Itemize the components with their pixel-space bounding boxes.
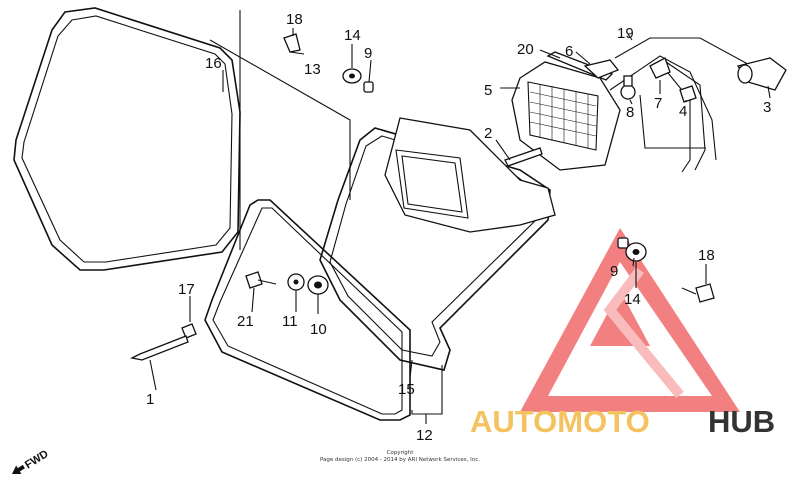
callout-20: 20 — [517, 41, 534, 58]
callout-19: 19 — [617, 25, 634, 42]
copyright-line2: Page design (c) 2004 - 2014 by ARI Netwo… — [319, 457, 481, 463]
callout-18-top: 18 — [286, 11, 303, 28]
callout-21: 21 — [237, 313, 254, 330]
callout-6: 6 — [565, 43, 573, 60]
callout-14-top: 14 — [344, 27, 361, 44]
callout-2: 2 — [484, 125, 492, 142]
callout-10: 10 — [310, 321, 327, 338]
watermark-part2: HUB — [708, 404, 775, 439]
copyright-line1: Copyright — [386, 450, 414, 456]
headlight-unit — [384, 117, 556, 233]
lens-assembly-5 — [511, 61, 621, 171]
callout-17: 17 — [178, 281, 195, 298]
headlight-case-12 — [319, 127, 551, 371]
callout-1: 1 — [146, 391, 154, 408]
callout-15: 15 — [398, 381, 415, 398]
watermark-text: AUTOMOTO HUB — [470, 404, 775, 439]
callout-9-top: 9 — [364, 45, 372, 62]
callout-3: 3 — [763, 99, 771, 116]
watermark-part1: AUTOMOTO — [470, 404, 650, 439]
callout-8: 8 — [626, 104, 634, 121]
callout-14-right: 14 — [624, 291, 641, 308]
gasket-16 — [13, 7, 241, 271]
callout-11: 11 — [282, 313, 298, 330]
callout-9-right: 9 — [610, 263, 618, 280]
callout-16: 16 — [205, 55, 222, 72]
callout-4: 4 — [679, 103, 687, 120]
watermark-logo — [520, 228, 740, 412]
callout-12: 12 — [416, 427, 433, 444]
gasket-15 — [204, 199, 411, 421]
callout-7: 7 — [654, 95, 662, 112]
callout-5: 5 — [484, 82, 492, 99]
callout-13: 13 — [304, 61, 321, 78]
callout-18-right: 18 — [698, 247, 715, 264]
